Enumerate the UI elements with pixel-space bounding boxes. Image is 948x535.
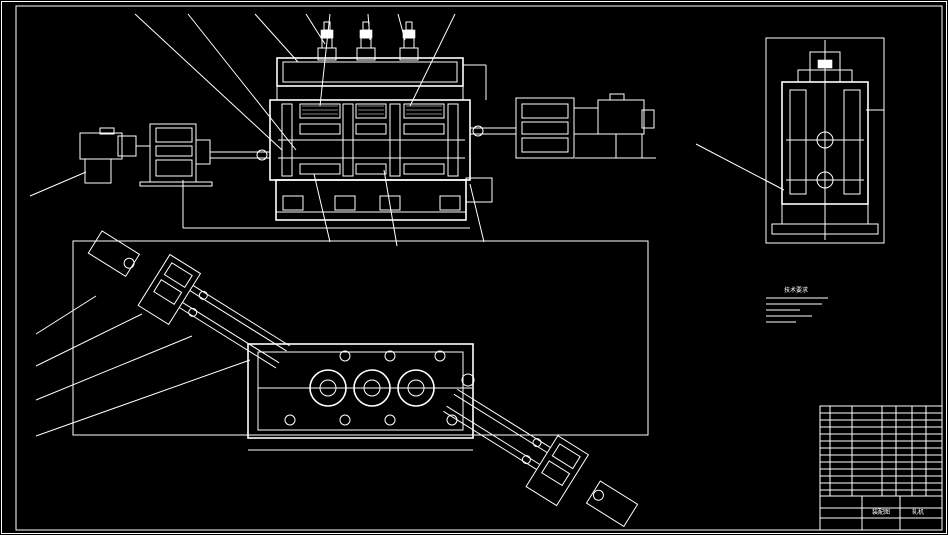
- notes-title: 技术要求: [784, 286, 808, 294]
- parts-list-table: [819, 405, 943, 497]
- screwdown-assembly-3: [399, 21, 419, 61]
- technical-notes: 技术要求: [766, 286, 828, 323]
- title-block-code: 轧机: [912, 508, 924, 516]
- title-block: 装配图 轧机: [819, 495, 943, 531]
- title-block-name: 装配图: [872, 508, 890, 516]
- screwdown-assembly-1: [317, 21, 337, 61]
- side-elevation-view: [695, 37, 885, 244]
- screwdown-assembly-2: [356, 21, 376, 61]
- front-view-leaders: [29, 13, 485, 247]
- plan-view: [35, 230, 649, 528]
- inner-border: [15, 5, 943, 531]
- front-elevation-view: [182, 21, 493, 229]
- right-drive-motor: [470, 93, 656, 159]
- left-drive-motor: [79, 123, 270, 187]
